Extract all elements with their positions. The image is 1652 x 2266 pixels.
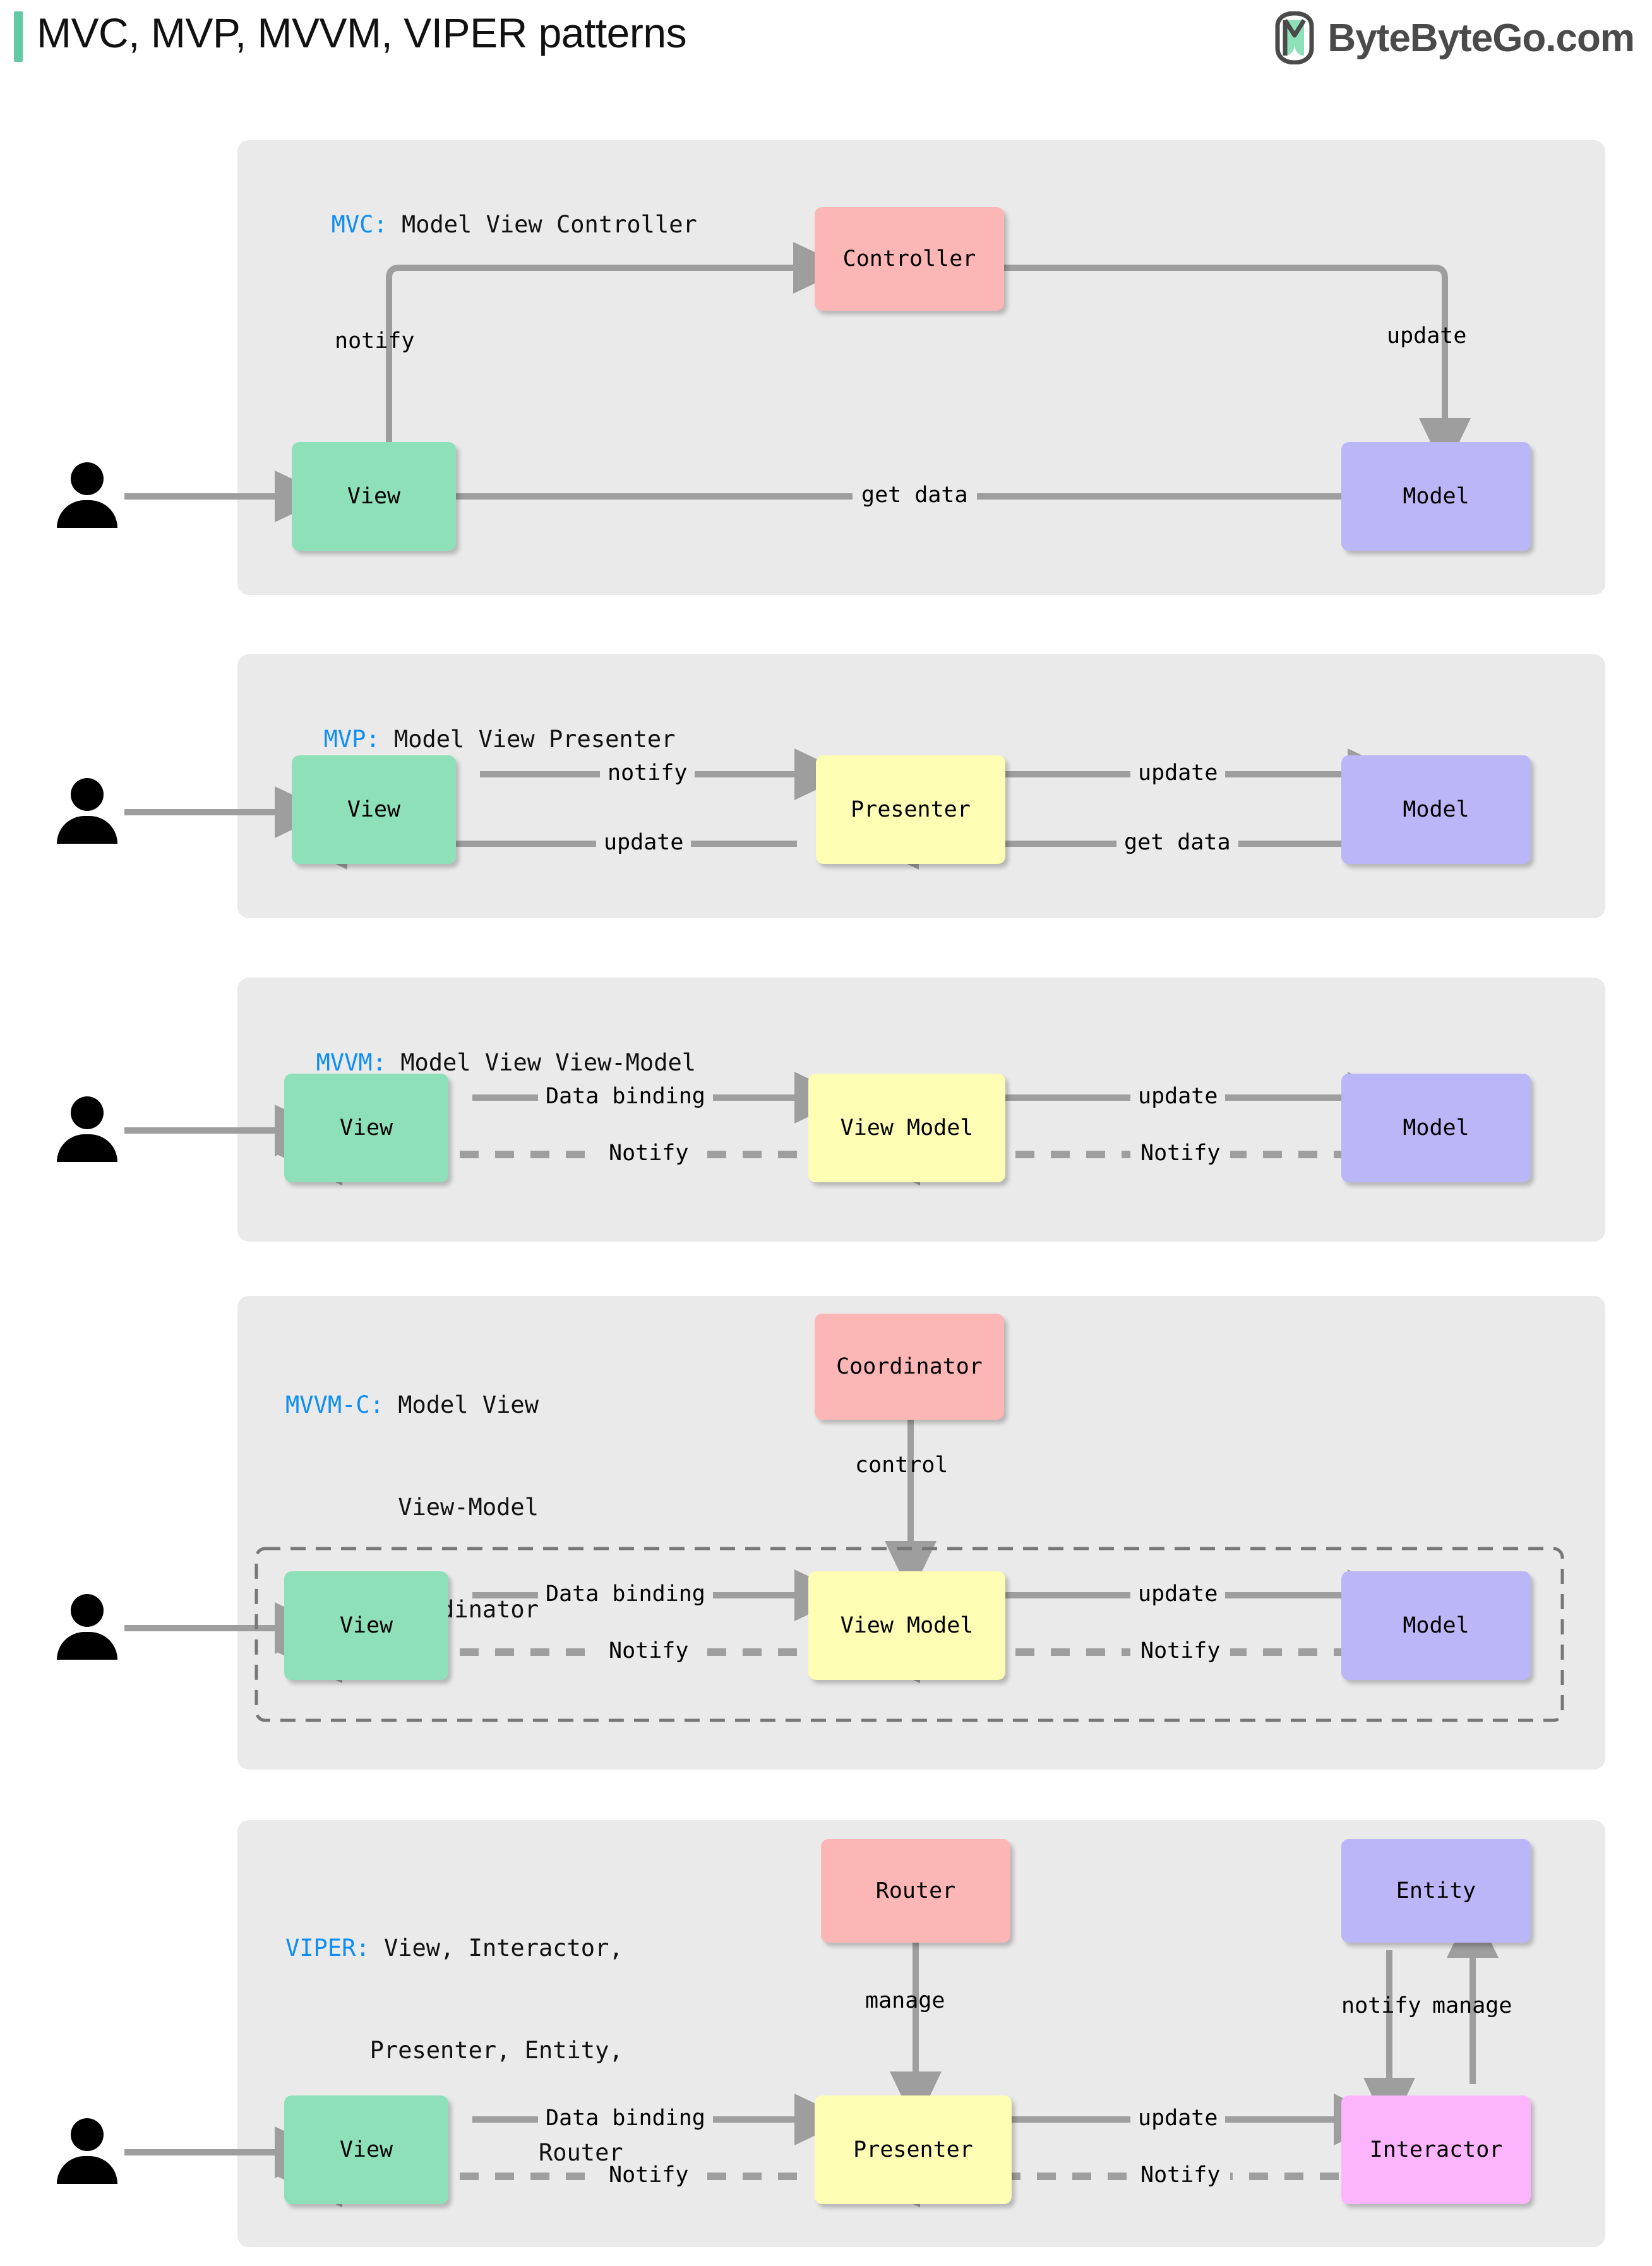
user-icon	[57, 1594, 117, 1660]
node-mvvm-viewmodel[interactable]: View Model	[808, 1074, 1005, 1182]
node-mvp-presenter[interactable]: Presenter	[816, 755, 1005, 864]
section-title-viper: VIPER: View, Interactor, Presenter, Enti…	[285, 1863, 623, 2204]
edge-label-mvvmc-notify-view: Notify	[599, 1638, 699, 1664]
page-header: MVC, MVP, MVVM, VIPER patterns ByteByteG…	[0, 0, 1652, 95]
edge-label-viper-notify-pres: Notify	[1130, 2162, 1231, 2188]
node-viper-entity[interactable]: Entity	[1341, 1839, 1531, 1943]
node-mvvmc-view[interactable]: View	[284, 1571, 448, 1680]
node-mvvmc-viewmodel[interactable]: View Model	[808, 1571, 1005, 1680]
section-key-mvc: MVC:	[331, 211, 388, 238]
node-mvvmc-model[interactable]: Model	[1341, 1571, 1531, 1680]
section-key-viper: VIPER:	[285, 1934, 370, 1962]
edge-label-viper-update: update	[1130, 2106, 1226, 2131]
section-key-mvvm: MVVM:	[316, 1049, 386, 1076]
edge-label-mvp-notify: notify	[600, 760, 695, 786]
node-viper-view[interactable]: View	[284, 2095, 448, 2204]
section-expansion-mvvm: Model View View-Model	[400, 1049, 697, 1076]
edge-label-mvp-get-data: get data	[1116, 830, 1238, 855]
user-icon	[57, 2118, 117, 2184]
section-expansion-mvc: Model View Controller	[401, 211, 697, 238]
edge-label-viper-data-binding: Data binding	[538, 2106, 713, 2131]
node-mvvmc-coordinator[interactable]: Coordinator	[815, 1314, 1004, 1420]
user-icon	[57, 1096, 117, 1162]
title-accent-bar	[14, 11, 23, 62]
node-mvp-view[interactable]: View	[292, 755, 456, 864]
edge-label-mvvm-data-binding: Data binding	[538, 1084, 713, 1109]
section-expansion-mvp: Model View Presenter	[393, 726, 676, 753]
edge-label-mvvm-notify-view: Notify	[599, 1141, 699, 1166]
user-body-icon	[57, 1632, 117, 1660]
user-head-icon	[71, 1096, 104, 1129]
user-head-icon	[71, 1594, 104, 1627]
node-viper-interactor[interactable]: Interactor	[1341, 2095, 1531, 2204]
user-head-icon	[71, 462, 104, 495]
edge-label-mvc-update: update	[1387, 323, 1467, 349]
section-expansion-mvvm-c-line1: Model View	[398, 1391, 539, 1418]
section-key-mvp: MVP:	[323, 726, 380, 753]
edge-label-mvvmc-control: control	[855, 1453, 949, 1478]
node-mvp-model[interactable]: Model	[1341, 755, 1531, 864]
brand-logo: ByteByteGo.com	[1273, 11, 1635, 64]
user-icon	[57, 778, 117, 844]
edge-label-viper-manage-entity: manage	[1432, 1993, 1512, 2018]
user-body-icon	[57, 1134, 117, 1162]
bytebytego-logo-icon	[1275, 11, 1314, 64]
edge-label-mvvmc-notify-vm: Notify	[1130, 1638, 1231, 1664]
edge-label-mvvmc-update: update	[1130, 1581, 1226, 1607]
section-title-mvc: MVC: Model View Controller	[303, 174, 697, 242]
node-mvc-model[interactable]: Model	[1341, 442, 1531, 551]
node-mvvm-view[interactable]: View	[284, 1074, 448, 1182]
edge-label-mvc-get-data: get data	[853, 483, 977, 508]
section-expansion-viper-line2: Presenter, Entity,	[369, 2037, 623, 2064]
node-mvc-controller[interactable]: Controller	[815, 207, 1004, 311]
edge-label-mvc-notify: notify	[335, 328, 415, 354]
edge-label-mvp-update-v: update	[596, 830, 691, 855]
brand-name: ByteByteGo.com	[1327, 16, 1635, 60]
edge-label-viper-notify-view: Notify	[599, 2162, 699, 2188]
edge-label-viper-router-manage: manage	[865, 1988, 945, 2013]
section-title-mvp: MVP: Model View Presenter	[296, 688, 676, 757]
node-viper-router[interactable]: Router	[821, 1839, 1010, 1943]
section-expansion-mvvm-c-line2: View-Model	[398, 1494, 539, 1521]
user-body-icon	[57, 816, 117, 844]
section-expansion-viper-line1: View, Interactor,	[383, 1934, 623, 1962]
user-head-icon	[71, 778, 104, 811]
user-icon	[57, 462, 117, 528]
node-viper-presenter[interactable]: Presenter	[815, 2095, 1012, 2204]
edge-label-mvvm-update: update	[1130, 1084, 1226, 1109]
node-mvvm-model[interactable]: Model	[1341, 1074, 1531, 1182]
section-title-mvvm: MVVM: Model View View-Model	[288, 1012, 696, 1080]
section-key-mvvm-c: MVVM-C:	[285, 1391, 384, 1418]
edge-label-mvvm-notify-vm: Notify	[1130, 1141, 1231, 1166]
user-body-icon	[57, 500, 117, 528]
node-mvc-view[interactable]: View	[292, 442, 456, 551]
edge-label-mvp-update-m: update	[1130, 760, 1226, 786]
user-body-icon	[57, 2156, 117, 2184]
section-expansion-viper-line3: Router	[538, 2139, 623, 2166]
edge-label-mvvmc-data-binding: Data binding	[538, 1581, 713, 1607]
edge-label-viper-notify-entity: notify	[1341, 1993, 1422, 2018]
user-head-icon	[71, 2118, 104, 2151]
page-title: MVC, MVP, MVVM, VIPER patterns	[37, 9, 687, 56]
